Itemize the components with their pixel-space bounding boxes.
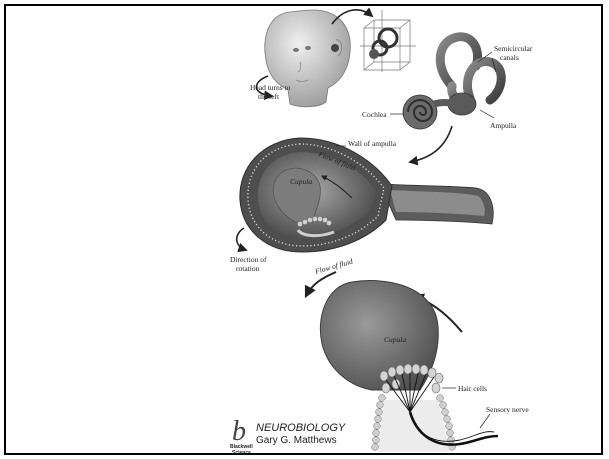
sensory-nerve-leader — [480, 414, 490, 428]
ampulla-label: Ampulla — [490, 121, 517, 130]
ampulla-leader — [480, 110, 494, 118]
cupula-label-top: Cupula — [290, 177, 312, 186]
inner-ear-location — [331, 44, 339, 52]
head-turns-label-2: the left — [258, 92, 280, 101]
logo-author: Gary G. Matthews — [256, 435, 337, 446]
semicircular-canals — [440, 37, 501, 103]
small-labyrinth — [369, 29, 397, 59]
magnify-arrow-1 — [410, 126, 452, 162]
rotation-arrow — [237, 228, 246, 250]
publisher-logo: b Blackwell Science NEUROBIOLOGY Gary G.… — [230, 416, 346, 456]
cochlea-label: Cochlea — [362, 110, 387, 119]
cupula-large — [320, 281, 438, 391]
wall-of-ampulla-label: Wall of ampulla — [348, 139, 397, 148]
sensory-nerve-label: Sensory nerve — [486, 405, 529, 414]
semicircular-canals-label-2: canals — [500, 53, 519, 62]
logo-publisher-2: Science — [232, 450, 251, 456]
logo-letter: b — [232, 416, 246, 447]
vestibule — [448, 93, 476, 115]
fluid-flow-arrow-bottom — [306, 272, 336, 296]
cupula-label-bottom: Cupula — [384, 335, 406, 344]
semicircular-canals-label-1: Semicircular — [494, 44, 533, 53]
cochlea — [403, 95, 452, 129]
direction-rotation-label-1: Direction of — [230, 255, 267, 264]
hair-cells-label: Hair cells — [458, 384, 487, 393]
ampulla-magnified — [240, 138, 493, 252]
logo-title: NEUROBIOLOGY — [256, 422, 346, 434]
orientation-box — [360, 10, 416, 72]
head-turns-label-1: Head turns to — [250, 83, 291, 92]
direction-rotation-label-2: rotation — [236, 264, 260, 273]
